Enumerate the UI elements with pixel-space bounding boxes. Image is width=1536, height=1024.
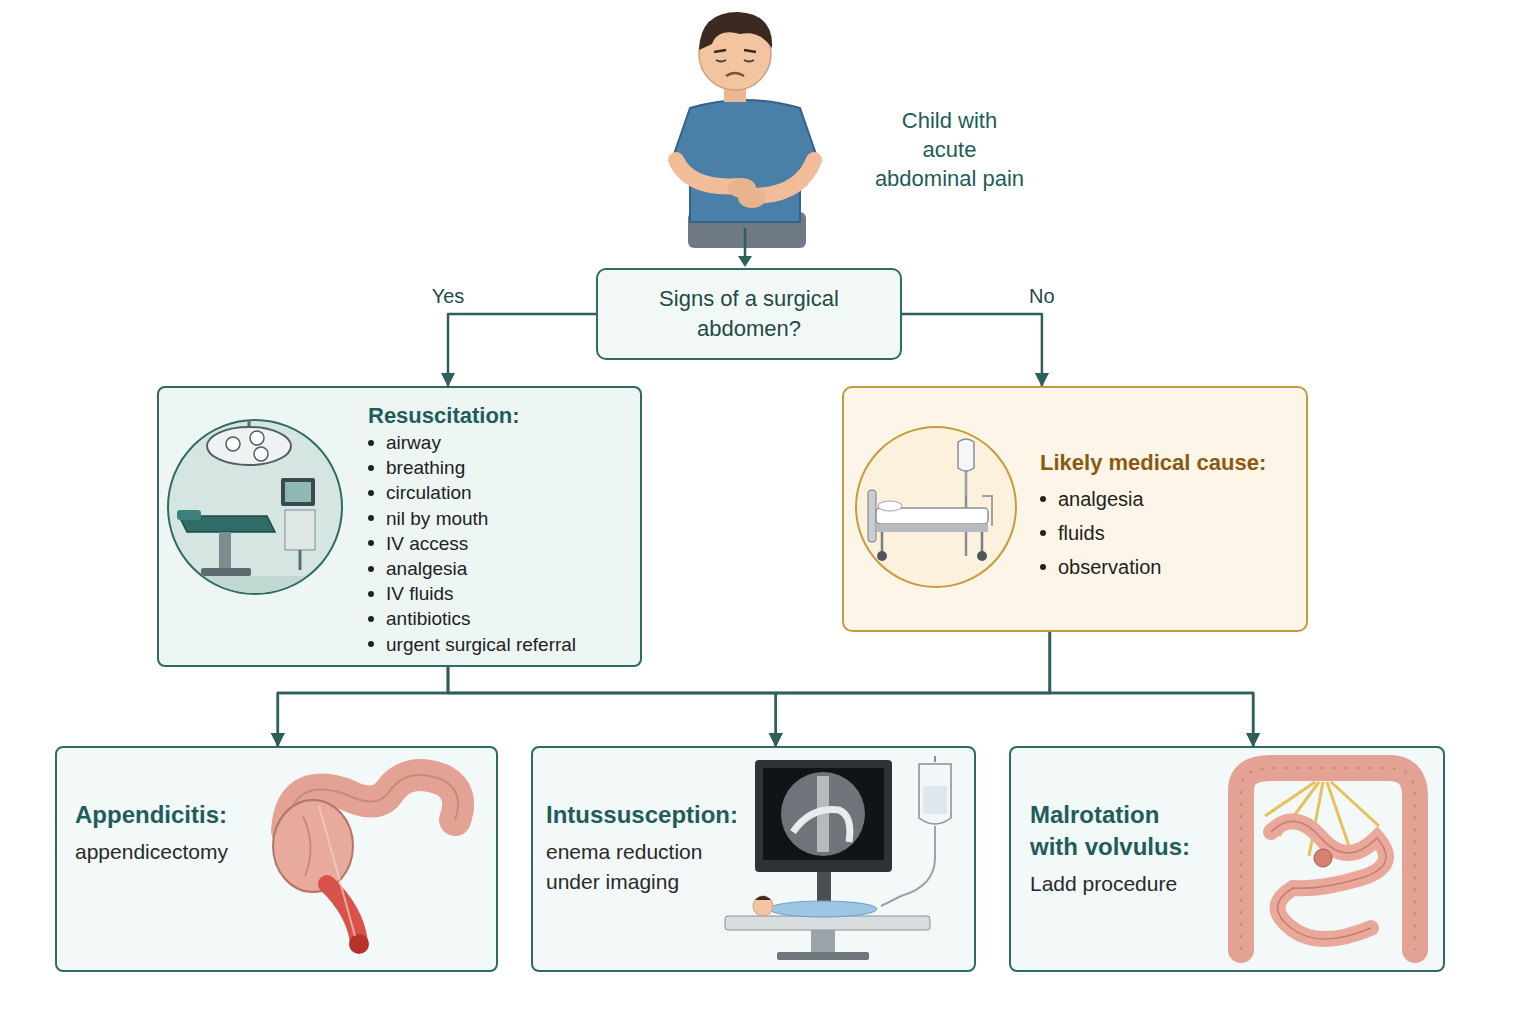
bullet-dot	[368, 540, 374, 546]
bullet-dot	[1040, 496, 1046, 502]
bullet-dot	[368, 591, 374, 597]
flow-connector	[448, 667, 776, 746]
list-item: antibiotics	[386, 606, 471, 631]
text-row: urgent surgical referral	[368, 632, 630, 657]
flow-connector	[448, 314, 596, 386]
list-item: IV fluids	[386, 581, 454, 606]
list-item: breathing	[386, 455, 465, 480]
list-item: nil by mouth	[386, 506, 488, 531]
edge-label: No	[1029, 285, 1055, 307]
volvulus-illustration	[1009, 746, 1445, 976]
child-brows	[714, 50, 756, 52]
box-heading: Intussusception:	[546, 799, 746, 831]
child-hand	[738, 188, 766, 208]
edge-label-patch: Yes	[428, 284, 469, 308]
list-item: analgesia	[386, 556, 467, 581]
text-row: observation	[1040, 550, 1296, 584]
list-item: observation	[1058, 550, 1161, 584]
text-row: nil by mouth	[368, 506, 630, 531]
box-heading: Appendicitis:	[75, 799, 260, 831]
text-row: airway	[368, 430, 630, 455]
heading-row: Resuscitation:	[368, 402, 630, 430]
flow-connector	[278, 632, 1050, 746]
bullet-dot	[368, 490, 374, 496]
decision-box: Signs of a surgical abdomen?	[596, 268, 902, 360]
flow-arrowhead	[738, 256, 752, 267]
text-row: circulation	[368, 480, 630, 505]
flow-connector	[776, 632, 1050, 746]
list-item: urgent surgical referral	[386, 632, 576, 657]
child-eyes	[716, 60, 754, 62]
heading-row: Intussusception:	[546, 799, 964, 831]
text-row: Ladd procedure	[1030, 869, 1433, 899]
child-hair	[699, 12, 772, 50]
box-heading: Resuscitation:	[368, 402, 630, 430]
bullet-dot	[1040, 564, 1046, 570]
hospital-bed-icon	[842, 386, 1142, 646]
diagnosis-box: Malrotation with volvulus: Ladd procedure	[1009, 746, 1445, 972]
heading-row: Malrotation with volvulus:	[1030, 799, 1433, 863]
flow-arrow-line	[744, 228, 747, 258]
box-text: Ladd procedure	[1030, 869, 1205, 899]
text-row: antibiotics	[368, 606, 630, 631]
edge-label-patch: No	[1025, 284, 1059, 308]
bullet-dot	[1040, 530, 1046, 536]
text-row: analgesia	[368, 556, 630, 581]
heading-row: Signs of a surgical abdomen?	[657, 284, 842, 344]
text-row: analgesia	[1040, 482, 1296, 516]
patient-label: Child with acute abdominal pain	[872, 106, 1027, 193]
heading-row: Appendicitis:	[75, 799, 486, 831]
resuscitation-box: Resuscitation:airwaybreathingcirculation…	[157, 386, 642, 667]
diagnosis-box: Intussusception: enema reduction under im…	[531, 746, 976, 972]
bullet-dot	[368, 465, 374, 471]
child-mouth	[726, 73, 744, 76]
text-row: IV access	[368, 531, 630, 556]
bullet-dot	[368, 616, 374, 622]
bullet-dot	[368, 515, 374, 521]
edge-label: Yes	[432, 285, 465, 307]
child-shirt	[672, 100, 818, 222]
diagnosis-box: Appendicitis: appendicectomy	[55, 746, 498, 972]
box-heading: Malrotation with volvulus:	[1030, 799, 1205, 863]
medical-cause-box: Likely medical cause: analgesiafluidsobse…	[842, 386, 1308, 632]
text-row: enema reduction under imaging	[546, 837, 964, 897]
bullet-dot	[368, 566, 374, 572]
flow-connector	[1050, 632, 1253, 746]
list-item: fluids	[1058, 516, 1105, 550]
list-item: airway	[386, 430, 441, 455]
text-row: IV fluids	[368, 581, 630, 606]
heading-row: Likely medical cause:	[1040, 448, 1296, 478]
bullet-dot	[368, 641, 374, 647]
flow-connector	[278, 667, 448, 746]
box-heading: Likely medical cause:	[1040, 448, 1296, 478]
list-item: circulation	[386, 480, 472, 505]
flow-connector	[448, 667, 1253, 746]
box-text: appendicectomy	[75, 837, 260, 867]
bullet-dot	[368, 440, 374, 446]
text-row: appendicectomy	[75, 837, 486, 867]
list-item: IV access	[386, 531, 468, 556]
text-row: fluids	[1040, 516, 1296, 550]
child-illustration	[672, 12, 818, 248]
list-item: analgesia	[1058, 482, 1144, 516]
box-text: enema reduction under imaging	[546, 837, 746, 897]
text-row: breathing	[368, 455, 630, 480]
flow-connector	[902, 314, 1042, 386]
question-text: Signs of a surgical abdomen?	[657, 284, 842, 344]
